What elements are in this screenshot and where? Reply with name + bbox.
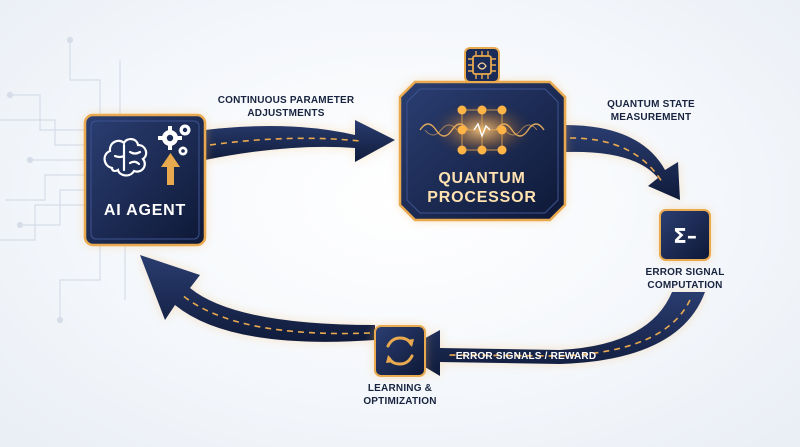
- brain-icon: [103, 138, 148, 177]
- refresh-cycle-icon: [386, 336, 414, 366]
- edge-label-state-2: MEASUREMENT: [611, 112, 692, 123]
- sigma-minus-icon: Σ–: [673, 224, 697, 248]
- arrow-parameter-adjustments: [205, 120, 395, 162]
- edge-label-parameter-1: CONTINUOUS PARAMETER: [218, 95, 355, 106]
- quantum-processor-node: QUANTUM PROCESSOR: [398, 47, 567, 222]
- quantum-processor-label-2: PROCESSOR: [427, 189, 536, 206]
- chip-icon: [464, 47, 500, 83]
- arrow-state-measurement: [565, 125, 680, 200]
- arrow-learning-to-agent: [140, 255, 375, 342]
- learning-label-1: LEARNING &: [368, 383, 432, 394]
- error-signal-node: Σ–: [659, 209, 711, 261]
- qubit-array-icon: [419, 100, 545, 160]
- edge-label-state-1: QUANTUM STATE: [607, 99, 695, 110]
- arrow-error-signals-reward: [400, 292, 705, 376]
- quantum-processor-label-1: QUANTUM: [438, 170, 525, 187]
- ai-agent-label: AI AGENT: [104, 202, 186, 219]
- learning-node: [374, 325, 426, 377]
- edge-label-error-reward: ERROR SIGNALS / REWARD: [456, 351, 597, 362]
- error-signal-label-1: ERROR SIGNAL: [645, 267, 724, 278]
- circuit-traces-left: [0, 36, 126, 324]
- up-arrow-icon: [161, 153, 180, 185]
- edge-label-parameter-2: ADJUSTMENTS: [247, 108, 324, 119]
- error-signal-label-2: COMPUTATION: [647, 280, 722, 291]
- learning-label-2: OPTIMIZATION: [363, 396, 436, 407]
- gears-icon: [158, 124, 191, 156]
- ai-agent-node: AI AGENT: [83, 113, 207, 247]
